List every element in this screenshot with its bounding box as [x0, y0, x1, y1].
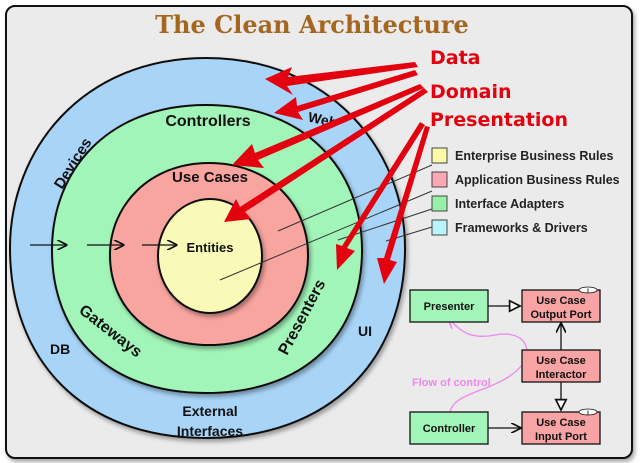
input-port-label-1: Use Case	[536, 417, 586, 429]
flow-of-control-label: Flow of control	[412, 377, 491, 389]
arrow-presentation-to-ui	[377, 126, 430, 284]
interface-marker-icon	[578, 408, 598, 416]
arrow-presentation-to-presenters	[336, 122, 425, 270]
legend: Enterprise Business Rules Application Bu…	[431, 147, 620, 236]
legend-swatch-pink	[431, 171, 448, 188]
presenter-box	[409, 289, 489, 323]
legend-label: Enterprise Business Rules	[455, 149, 613, 163]
ring-entities	[157, 198, 263, 314]
legend-item-enterprise: Enterprise Business Rules	[431, 147, 613, 164]
interactor-label-2: Interactor	[536, 369, 587, 381]
interface-marker-text: I	[587, 411, 589, 417]
legend-item-application: Application Business Rules	[431, 171, 620, 188]
label-ui: UI	[358, 323, 372, 339]
annotation-presentation: Presentation	[430, 109, 568, 131]
legend-label: Interface Adapters	[455, 197, 564, 211]
controller-box	[409, 411, 489, 445]
controller-label: Controller	[423, 423, 476, 435]
flow-of-control-curve	[450, 322, 528, 413]
legend-label: Application Business Rules	[455, 173, 620, 187]
annotation-domain: Domain	[430, 81, 511, 103]
output-port-box	[521, 289, 601, 323]
label-controllers: Controllers	[165, 113, 250, 130]
legend-swatch-green	[431, 195, 448, 212]
interactor-box	[521, 349, 601, 383]
legend-item-frameworks: Frameworks & Drivers	[431, 219, 588, 236]
interactor-label-1: Use Case	[536, 355, 586, 367]
arrow-domain-to-entities	[224, 88, 428, 222]
input-port-box	[521, 411, 601, 445]
flow-diagram: Flow of control Presenter Controller Use…	[409, 286, 601, 445]
architecture-rings	[8, 56, 407, 440]
label-use-cases: Use Cases	[172, 169, 248, 186]
annotation-arrows	[224, 62, 430, 284]
legend-swatch-yellow	[431, 147, 448, 164]
legend-label: Frameworks & Drivers	[455, 221, 588, 235]
annotation-data: Data	[430, 47, 481, 69]
output-port-label-1: Use Case	[536, 295, 586, 307]
label-external: External	[182, 403, 237, 419]
diagram-title: The Clean Architecture	[155, 10, 469, 39]
arrow-data-to-frameworks	[265, 62, 418, 95]
interface-marker-text: I	[587, 289, 589, 295]
arrow-data-to-adapters	[274, 70, 418, 120]
label-db: DB	[50, 341, 70, 357]
label-interfaces: Interfaces	[177, 423, 243, 439]
legend-swatch-cyan	[431, 219, 448, 236]
arrow-domain-to-usecases	[232, 84, 424, 168]
interface-marker-icon	[578, 286, 598, 294]
output-port-label-2: Output Port	[530, 309, 591, 321]
presenter-label: Presenter	[424, 301, 475, 313]
legend-item-adapters: Interface Adapters	[431, 195, 564, 212]
label-entities: Entities	[187, 240, 234, 255]
input-port-label-2: Input Port	[535, 431, 587, 443]
